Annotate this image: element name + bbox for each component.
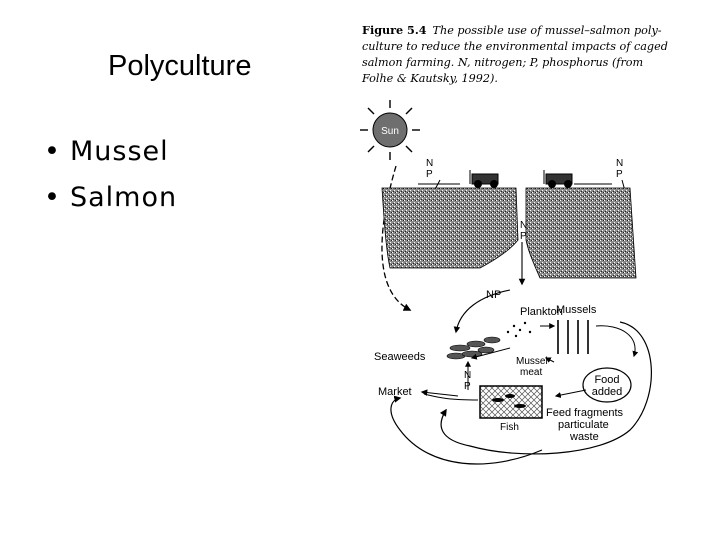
food-to-cage-arrow xyxy=(554,389,587,399)
mussels-label: Mussels xyxy=(556,304,597,316)
caption-line: culture to reduce the environmental impa… xyxy=(362,40,668,53)
n-label-left: N xyxy=(426,158,433,169)
bullet-item-mussel: • Mussel xyxy=(44,134,177,180)
sunlight-arrow xyxy=(381,165,412,311)
outer-loop-arrow xyxy=(390,395,543,465)
sun-icon: Sun xyxy=(360,100,420,160)
waste-recycle-loop xyxy=(439,321,652,455)
water-body-right xyxy=(525,187,637,279)
food-added-label: Food xyxy=(594,374,619,386)
caption-line: The possible use of mussel–salmon poly- xyxy=(432,24,662,37)
mussel-to-meat-arrow xyxy=(544,357,555,363)
boat-icon-left xyxy=(418,170,499,188)
feed-fragments-label-3: waste xyxy=(569,431,599,443)
to-market-arrow xyxy=(420,389,459,397)
seaweeds-label: Seaweeds xyxy=(374,351,426,363)
p-label-left: P xyxy=(426,169,433,180)
fish-to-market-line xyxy=(423,393,479,401)
bullet-text: Salmon xyxy=(70,182,178,213)
bullet-item-salmon: • Salmon xyxy=(44,180,177,226)
nutrient-to-seaweed-arrow xyxy=(470,347,511,360)
bullet-list: • Mussel • Salmon xyxy=(44,134,177,226)
mussel-meat-label-2: meat xyxy=(520,367,542,378)
feed-fragments-label-2: particulate xyxy=(558,419,609,431)
caption-line: salmon farming. N, nitrogen; P, phosphor… xyxy=(362,56,644,69)
p-label-center: P xyxy=(520,231,527,242)
sun-label: Sun xyxy=(381,126,399,137)
fish-label: Fish xyxy=(500,422,519,433)
feed-fragments-label: Feed fragments xyxy=(546,407,624,419)
bullet-marker: • xyxy=(44,136,61,167)
np-label: NP xyxy=(486,289,501,301)
food-added-bubble xyxy=(582,367,632,403)
figure-caption: Figure 5.4 The possible use of mussel–sal… xyxy=(362,22,692,87)
figure-number: Figure 5.4 xyxy=(362,23,427,37)
mussel-recycle-arrow xyxy=(595,325,639,358)
plankton-dots xyxy=(506,321,532,338)
bullet-text: Mussel xyxy=(70,136,169,167)
market-label: Market xyxy=(378,386,412,398)
caption-line: Folhe & Kautsky, 1992). xyxy=(362,72,498,85)
seaweed-icon xyxy=(446,336,501,360)
bullet-marker: • xyxy=(44,182,61,213)
food-added-label-2: added xyxy=(592,386,623,398)
mussel-meat-label: Mussel xyxy=(516,356,548,367)
np-to-seaweed-arrow xyxy=(453,289,511,334)
polyculture-diagram: Sun N P N P N P NP Plankton Mussels Seaw… xyxy=(360,100,652,465)
n-label-center: N xyxy=(520,220,527,231)
boat-icon-right xyxy=(543,170,612,188)
water-body-left xyxy=(381,187,519,269)
plankton-label: Plankton xyxy=(520,306,563,318)
slide-title: Polyculture xyxy=(108,50,252,82)
p-label-right: P xyxy=(616,169,623,180)
fish-icon xyxy=(492,394,526,408)
n-label-right: N xyxy=(616,158,623,169)
mussel-ropes xyxy=(557,320,589,354)
fish-cage xyxy=(479,385,543,419)
